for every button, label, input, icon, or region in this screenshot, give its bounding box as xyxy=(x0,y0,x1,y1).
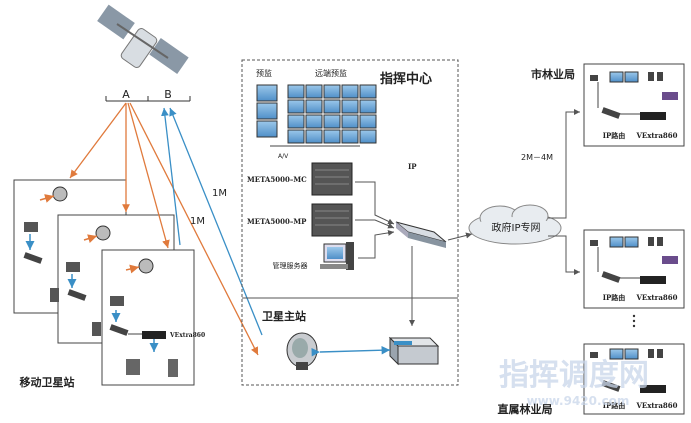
wall-screen xyxy=(323,84,341,99)
satellite-icon xyxy=(97,4,189,74)
watermark-url: www.9420.com xyxy=(527,394,630,408)
city-router-label: IP路由 xyxy=(603,131,626,140)
branch-bureau-devices xyxy=(590,236,678,284)
satellite-dish-icon xyxy=(286,332,318,370)
mgmt-server-label: 管理服务器 xyxy=(273,261,308,270)
wall-screen xyxy=(305,114,323,129)
wan-links xyxy=(548,109,580,275)
mobile-device-label: VExtra860 xyxy=(169,332,205,339)
continuation-dots xyxy=(632,314,636,328)
wall-screen xyxy=(359,129,377,144)
mobile-station-devices-3 xyxy=(109,258,178,377)
meta-mc-label: META5000–MC xyxy=(247,175,307,184)
wall-screen xyxy=(287,84,305,99)
wall-screen xyxy=(305,129,323,144)
meta-mp-label: META5000–MP xyxy=(247,217,307,226)
wall-screen xyxy=(359,99,377,114)
city-device-label: VExtra860 xyxy=(635,131,677,140)
management-server-icon xyxy=(320,242,354,270)
ip-network-cloud-icon xyxy=(468,204,562,245)
ip-label: IP xyxy=(408,162,417,171)
meta-mc-rack xyxy=(311,162,353,196)
wall-screen xyxy=(287,129,305,144)
uplink-1m-label-1: 1M xyxy=(212,188,227,199)
wall-screen xyxy=(305,84,323,99)
center-connections xyxy=(355,181,473,326)
beam-b-label: B xyxy=(164,88,172,101)
wall-screen xyxy=(359,84,377,99)
direct-device-label: VExtra860 xyxy=(635,401,677,410)
hub-station-title: 卫星主站 xyxy=(262,309,306,323)
remote-preview-video-wall xyxy=(287,84,377,144)
wall-screen xyxy=(323,129,341,144)
av-label: A/V xyxy=(278,153,289,160)
command-center-box xyxy=(241,59,459,386)
preview-label: 预监 xyxy=(256,68,272,78)
wall-screen xyxy=(287,99,305,114)
direct-bureau-devices xyxy=(590,348,666,393)
wall-screen xyxy=(287,114,305,129)
wall-screen xyxy=(305,99,323,114)
mobile-station-title: 移动卫星站 xyxy=(20,375,75,389)
command-center-title: 指挥中心 xyxy=(380,71,432,87)
wall-screen xyxy=(341,84,359,99)
hub-link-line xyxy=(311,346,391,357)
wan-rate-label: 2M－4M xyxy=(521,153,553,162)
wall-screen xyxy=(341,114,359,129)
meta-mp-rack xyxy=(311,203,353,237)
beam-bracket xyxy=(105,96,191,102)
preview-video-wall xyxy=(256,84,278,138)
wall-screen xyxy=(341,99,359,114)
satellite-links xyxy=(69,102,263,356)
city-bureau-devices xyxy=(590,71,678,120)
mobile-station-devices-2 xyxy=(66,225,111,336)
watermark-text: 指挥调度网 xyxy=(499,358,649,393)
uplink-1m-label-2: 1M xyxy=(190,216,205,227)
direct-bureau-title: 直属林业局 xyxy=(498,402,553,416)
wall-screen xyxy=(323,114,341,129)
wall-screen xyxy=(359,114,377,129)
branch-router-label: IP路由 xyxy=(603,293,626,302)
ip-switch-icon xyxy=(395,221,447,248)
beam-a-label: A xyxy=(122,88,130,101)
remote-preview-label: 远端预监 xyxy=(315,68,347,78)
city-bureau-title: 市林业局 xyxy=(531,67,575,81)
cloud-label: 政府IP专网 xyxy=(492,221,541,234)
wall-screen xyxy=(323,99,341,114)
branch-device-label: VExtra860 xyxy=(635,293,677,302)
hub-modem-icon xyxy=(388,336,440,366)
direct-router-label: IP路由 xyxy=(603,401,626,410)
wall-screen xyxy=(341,129,359,144)
mobile-station-devices-1 xyxy=(23,186,68,302)
